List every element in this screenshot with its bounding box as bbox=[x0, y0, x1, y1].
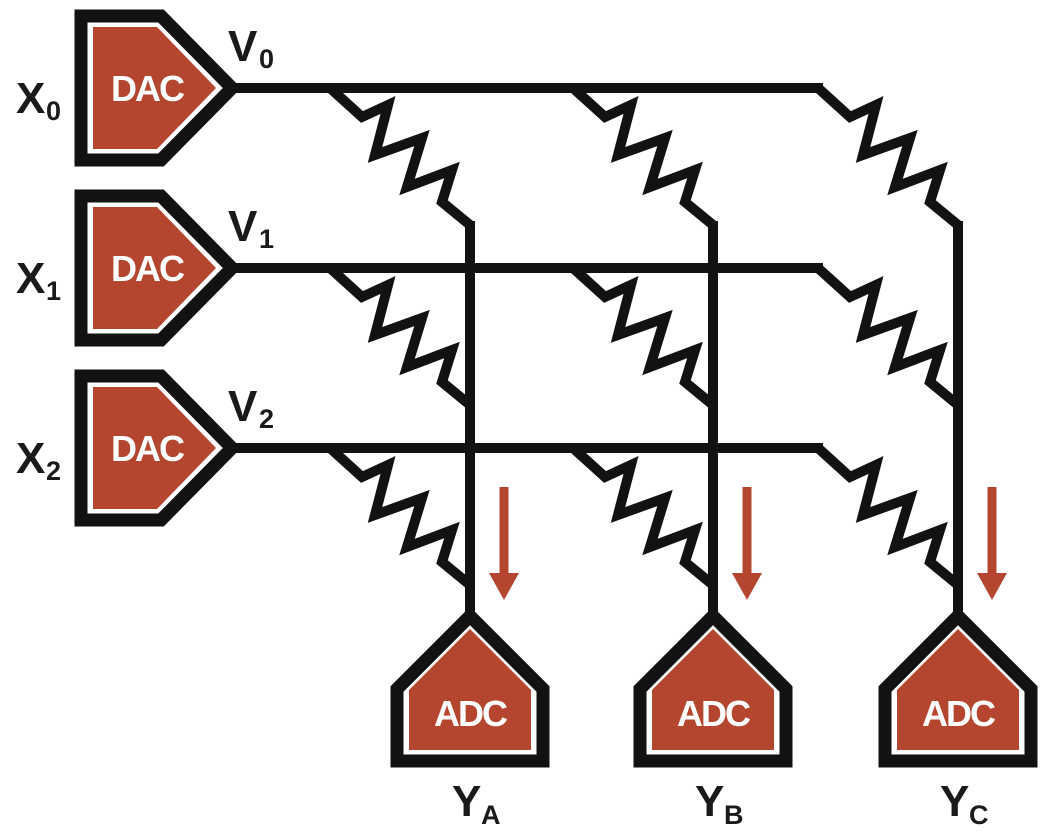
resistor-symbol-r1-cc bbox=[818, 268, 958, 405]
input-label-x1: X 1 bbox=[16, 254, 61, 306]
adc-block-a: ADC bbox=[390, 606, 550, 768]
adc-label-c: ADC bbox=[922, 693, 996, 734]
dac-block-1: DAC bbox=[74, 189, 242, 347]
adc-block-b: ADC bbox=[633, 606, 793, 768]
arrow-head-b bbox=[732, 573, 762, 600]
current-arrow-icon-a bbox=[489, 487, 519, 600]
resistor-symbol-r1-cb bbox=[573, 268, 713, 405]
dac-label-2: DAC bbox=[111, 428, 185, 469]
voltage-label-v0-base: V bbox=[228, 22, 258, 71]
input-label-x1-base: X bbox=[16, 254, 45, 303]
dac-block-0: DAC bbox=[74, 9, 242, 167]
resistor-symbol-r2-cb bbox=[573, 448, 713, 585]
adc-label-b: ADC bbox=[677, 693, 751, 734]
voltage-label-v1-sub: 1 bbox=[259, 224, 274, 254]
resistor-symbol-r0-cc bbox=[818, 88, 958, 225]
voltage-label-v1: V 1 bbox=[228, 202, 274, 254]
output-label-yc-base: Y bbox=[940, 777, 969, 826]
output-label-yb-base: Y bbox=[695, 777, 724, 826]
input-label-x2-base: X bbox=[16, 434, 45, 483]
output-label-yc: Y C bbox=[940, 777, 989, 830]
output-label-yc-sub: C bbox=[969, 800, 989, 830]
arrow-head-c bbox=[977, 573, 1007, 600]
dac-body-0 bbox=[93, 27, 216, 149]
input-label-x0: X 0 bbox=[16, 74, 61, 126]
input-label-x0-sub: 0 bbox=[46, 96, 61, 126]
voltage-label-v0: V 0 bbox=[228, 22, 274, 74]
resistor-symbol-r0-cb bbox=[573, 88, 713, 225]
voltage-label-v2: V 2 bbox=[228, 382, 274, 434]
adc-label-a: ADC bbox=[434, 693, 508, 734]
dac-body-1 bbox=[93, 207, 216, 329]
input-label-x2-sub: 2 bbox=[46, 456, 61, 486]
output-label-ya-base: Y bbox=[452, 777, 481, 826]
resistor-symbol-r2-ca bbox=[330, 448, 470, 585]
adc-body-a bbox=[409, 629, 531, 750]
voltage-label-v2-sub: 2 bbox=[259, 404, 274, 434]
adc-block-c: ADC bbox=[878, 606, 1038, 768]
resistor-symbol-r1-ca bbox=[330, 268, 470, 405]
adc-body-c bbox=[897, 629, 1019, 750]
dac-block-2: DAC bbox=[74, 369, 242, 527]
dac-label-1: DAC bbox=[111, 248, 185, 289]
voltage-label-v2-base: V bbox=[228, 382, 258, 431]
dac-body-2 bbox=[93, 387, 216, 509]
output-label-yb: Y B bbox=[695, 777, 744, 830]
dac-label-0: DAC bbox=[111, 68, 185, 109]
input-label-x0-base: X bbox=[16, 74, 45, 123]
output-label-ya-sub: A bbox=[481, 800, 501, 830]
voltage-label-v0-sub: 0 bbox=[259, 44, 274, 74]
output-label-ya: Y A bbox=[452, 777, 501, 830]
voltage-label-v1-base: V bbox=[228, 202, 258, 251]
output-label-yb-sub: B bbox=[724, 800, 744, 830]
adc-body-b bbox=[652, 629, 774, 750]
resistor-symbol-r0-ca bbox=[330, 88, 470, 225]
resistor-symbol-r2-cc bbox=[818, 448, 958, 585]
input-label-x2: X 2 bbox=[16, 434, 61, 486]
input-label-x1-sub: 1 bbox=[46, 276, 61, 306]
arrow-head-a bbox=[489, 573, 519, 600]
current-arrow-icon-c bbox=[977, 487, 1007, 600]
current-arrow-icon-b bbox=[732, 487, 762, 600]
